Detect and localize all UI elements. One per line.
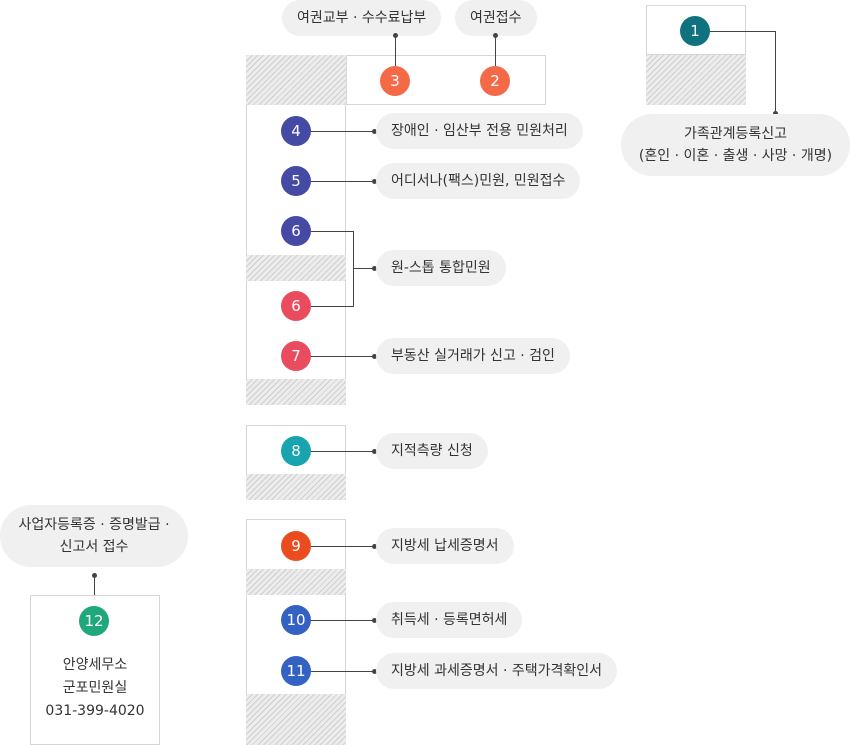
marker-1: 1 <box>680 16 710 46</box>
connector-11 <box>311 671 375 672</box>
connector-dot-1 <box>773 111 778 116</box>
label-anywhere-fax: 어디서나(팩스)민원, 민원접수 <box>376 163 581 199</box>
label-passport-issue: 여권교부 · 수수료납부 <box>282 0 442 36</box>
business-line-1: 사업자등록증 · 증명발급 · <box>18 517 170 533</box>
connector-2 <box>495 36 496 66</box>
marker-3: 3 <box>380 66 410 96</box>
hatched-area <box>246 55 346 105</box>
hatched-area <box>246 379 346 405</box>
marker-5: 5 <box>281 166 311 196</box>
label-one-stop: 원-스톱 통합민원 <box>376 250 506 286</box>
connector-3 <box>395 36 396 66</box>
connector-12 <box>94 576 95 606</box>
marker-8: 8 <box>281 436 311 466</box>
connector-dot-8 <box>372 449 377 454</box>
tax-office-info: 안양세무소 군포민원실 031-399-4020 <box>30 654 160 723</box>
marker-10: 10 <box>281 605 311 635</box>
office-name: 안양세무소 <box>62 657 128 673</box>
label-business-registration: 사업자등록증 · 증명발급 · 신고서 접수 <box>0 505 188 567</box>
label-tax-payment: 지방세 납세증명서 <box>376 528 514 564</box>
connector-8 <box>311 451 375 452</box>
connector-1 <box>775 31 776 113</box>
office-phone: 031-399-4020 <box>45 703 145 719</box>
marker-11: 11 <box>281 656 311 686</box>
label-family-registration: 가족관계등록신고 (혼인 · 이혼 · 출생 · 사망 · 개명) <box>621 114 850 176</box>
marker-6a: 6 <box>281 216 311 246</box>
label-real-estate: 부동산 실거래가 신고 · 검인 <box>376 338 570 374</box>
label-disabled-pregnant: 장애인 · 임산부 전용 민원처리 <box>376 113 583 149</box>
connector-dot-4 <box>372 129 377 134</box>
connector-6 <box>353 268 375 269</box>
connector-dot-12 <box>92 573 97 578</box>
connector-dot-7 <box>372 354 377 359</box>
label-cadastral: 지적측량 신청 <box>376 433 488 469</box>
marker-7: 7 <box>281 341 311 371</box>
connector-dot-3 <box>393 33 398 38</box>
connector-4 <box>311 131 375 132</box>
connector-6 <box>353 231 354 307</box>
hatched-area <box>246 474 346 500</box>
connector-7 <box>311 356 375 357</box>
connector-dot-5 <box>372 179 377 184</box>
hatched-area <box>246 255 346 281</box>
connector-6 <box>311 231 354 232</box>
connector-6 <box>311 306 354 307</box>
connector-10 <box>311 620 375 621</box>
hatched-area <box>646 55 746 105</box>
label-passport-receipt: 여권접수 <box>455 0 537 36</box>
connector-dot-10 <box>372 618 377 623</box>
marker-6b: 6 <box>281 291 311 321</box>
marker-2: 2 <box>480 66 510 96</box>
family-line-2: (혼인 · 이혼 · 출생 · 사망 · 개명) <box>638 148 833 164</box>
marker-9: 9 <box>281 531 311 561</box>
connector-dot-6 <box>372 266 377 271</box>
marker-4: 4 <box>281 116 311 146</box>
business-line-2: 신고서 접수 <box>59 539 129 555</box>
label-acquisition-tax: 취득세 · 등록면허세 <box>376 602 523 638</box>
connector-1 <box>710 31 775 32</box>
connector-dot-11 <box>372 669 377 674</box>
passport-counter <box>346 55 546 105</box>
family-line-1: 가족관계등록신고 <box>683 126 788 142</box>
connector-9 <box>311 546 375 547</box>
marker-12: 12 <box>79 606 109 636</box>
connector-dot-9 <box>372 544 377 549</box>
connector-5 <box>311 181 375 182</box>
label-tax-assessment: 지방세 과세증명서 · 주택가격확인서 <box>376 653 617 689</box>
connector-dot-2 <box>493 33 498 38</box>
hatched-area <box>246 569 346 595</box>
office-room: 군포민원실 <box>62 680 128 696</box>
hatched-area <box>246 694 346 745</box>
